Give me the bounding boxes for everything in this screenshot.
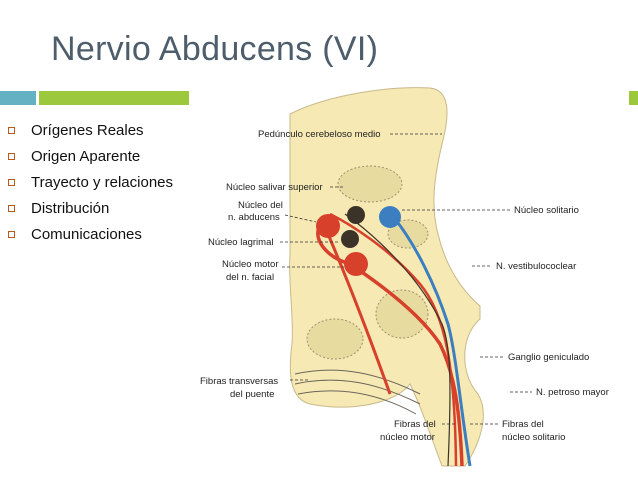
label-fibras-solitario-2: núcleo solitario (502, 432, 565, 443)
square-bullet-icon (8, 126, 15, 134)
label-abducens-2: n. abducens (228, 212, 280, 223)
nucleus-motor-facial (344, 252, 368, 276)
label-geniculado: Ganglio geniculado (508, 352, 589, 363)
stippled-area-mid (387, 219, 429, 249)
transverse-fibers (294, 369, 421, 395)
anatomy-figure: Pedúnculo cerebeloso medio Núcleo saliva… (200, 87, 609, 467)
nucleus-solitario (379, 206, 401, 228)
transverse-fiber-line (294, 379, 421, 405)
slide-title: Nervio Abducens (VI) (51, 30, 379, 68)
square-bullet-icon (8, 178, 15, 186)
label-pedunculo: Pedúnculo cerebeloso medio (258, 129, 381, 140)
stippled-area-left (306, 318, 364, 360)
nucleus-lagrimal (341, 230, 359, 248)
outline-fiber (344, 213, 451, 467)
accent-bar-green-right (629, 91, 638, 105)
nucleus-abducens (316, 214, 340, 238)
label-motor-1: Núcleo motor (222, 259, 279, 270)
leader-abducens (284, 214, 317, 223)
square-bullet-icon (8, 204, 15, 212)
transverse-fiber-line (297, 390, 417, 415)
label-abducens-1: Núcleo del (238, 200, 283, 211)
accent-bar-teal (0, 91, 36, 105)
label-lagrimal: Núcleo lagrimal (208, 237, 273, 248)
label-fibras-solitario-1: Fibras del (502, 419, 544, 430)
label-petroso: N. petroso mayor (536, 387, 609, 398)
accent-bar-green (39, 91, 189, 105)
bullet-item: Trayecto y relaciones (8, 169, 173, 195)
bullet-item: Origen Aparente (8, 143, 173, 169)
label-salivar: Núcleo salivar superior (226, 182, 323, 193)
label-vestibulococlear: N. vestibulococlear (496, 261, 576, 272)
red-fiber-tract-2 (326, 233, 392, 395)
label-solitario: Núcleo solitario (514, 205, 579, 216)
label-transversas-2: del puente (230, 389, 274, 400)
bullet-item: Comunicaciones (8, 221, 173, 247)
red-fiber-tract (316, 220, 464, 467)
stippled-area-upper (337, 165, 403, 203)
label-transversas-1: Fibras transversas (200, 376, 278, 387)
label-motor-2: del n. facial (226, 272, 274, 283)
bullet-item: Distribución (8, 195, 173, 221)
nucleus-salivar (347, 206, 365, 224)
blue-fiber-tract (393, 218, 472, 467)
label-fibras-motor-2: núcleo motor (380, 432, 435, 443)
red-fiber-tract-3 (329, 212, 458, 467)
bullet-item: Orígenes Reales (8, 117, 173, 143)
bullet-list: Orígenes Reales Origen Aparente Trayecto… (8, 117, 173, 247)
square-bullet-icon (8, 230, 15, 238)
square-bullet-icon (8, 152, 15, 160)
stippled-area-right (375, 289, 429, 339)
label-fibras-motor-1: Fibras del (394, 419, 436, 430)
